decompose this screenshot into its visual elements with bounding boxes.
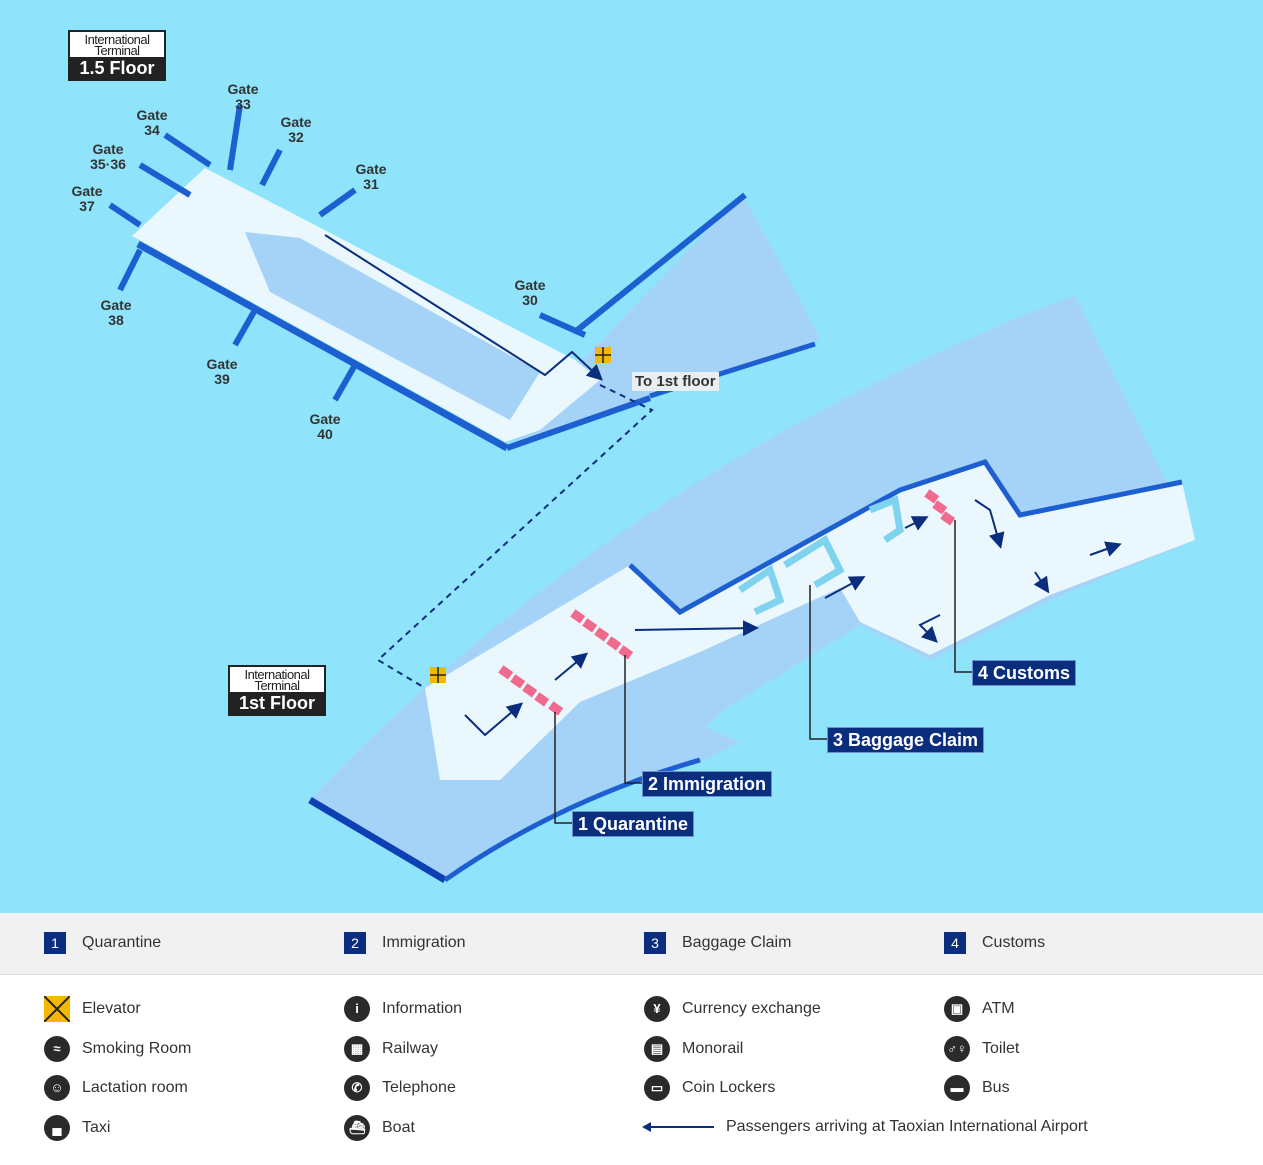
step-customs-label: 4 Customs — [972, 660, 1077, 686]
legend-item-telephone: ✆ Telephone — [344, 1075, 456, 1101]
legend-label: Taxi — [82, 1119, 111, 1136]
legend-label: Boat — [382, 1119, 415, 1136]
legend-label: Elevator — [82, 1000, 141, 1017]
step-immigration-label: 2 Immigration — [642, 771, 773, 797]
railway-icon: ▦ — [344, 1036, 370, 1062]
legend-label: Railway — [382, 1040, 439, 1057]
lactation-room-icon: ☺ — [44, 1075, 70, 1101]
legend-item-information: i Information — [344, 996, 462, 1022]
legend-label: Lactation room — [82, 1079, 188, 1096]
legend-label: Toilet — [982, 1040, 1020, 1057]
legend-item-boat: ⛴ Boat — [344, 1115, 415, 1141]
legend-item-railway: ▦ Railway — [344, 1036, 438, 1062]
boat-icon: ⛴ — [344, 1115, 370, 1141]
toilet-icon: ♂♀ — [944, 1036, 970, 1062]
legend-label: ATM — [982, 1000, 1015, 1017]
legend-item-bus: ▬ Bus — [944, 1075, 1010, 1101]
monorail-icon: ▤ — [644, 1036, 670, 1062]
floor-tag-floor: 1st Floor — [230, 692, 324, 714]
legend-item-taxi: ▄ Taxi — [44, 1115, 110, 1141]
upper-pier — [108, 104, 820, 452]
smoking-room-icon: ≈ — [44, 1036, 70, 1062]
floor-tag-title: International Terminal — [244, 667, 310, 693]
atm-icon: ▣ — [944, 996, 970, 1022]
legend-item-toilet: ♂♀ Toilet — [944, 1036, 1019, 1062]
baggage-carousels — [738, 495, 904, 616]
legend-item-currency-exchange: ¥ Currency exchange — [644, 996, 821, 1022]
gate-piers — [108, 104, 587, 402]
legend-label: Currency exchange — [682, 1000, 821, 1017]
to-first-floor-label: To 1st floor — [632, 372, 719, 391]
legend-item-smoking-room: ≈ Smoking Room — [44, 1036, 191, 1062]
legend-item-lactation-room: ☺ Lactation room — [44, 1075, 188, 1101]
leader-lines — [554, 520, 972, 824]
telephone-icon: ✆ — [344, 1075, 370, 1101]
legend-label: Information — [382, 1000, 463, 1017]
floor-tag-1: International Terminal 1st Floor — [228, 665, 326, 716]
counters — [498, 489, 956, 716]
legend-label: Monorail — [682, 1040, 744, 1057]
legend-item-monorail: ▤ Monorail — [644, 1036, 743, 1062]
elevator-icon — [44, 996, 70, 1022]
legend-label: Smoking Room — [82, 1040, 192, 1057]
legend-label: Coin Lockers — [682, 1079, 776, 1096]
floor-tag-1-5: International Terminal 1.5 Floor — [68, 30, 166, 81]
route-arrow-icon — [642, 1122, 714, 1132]
step-baggage-claim-label: 3 Baggage Claim — [827, 727, 985, 753]
legend-item-elevator: Elevator — [44, 996, 141, 1022]
information-icon: i — [344, 996, 370, 1022]
legend-label: Bus — [982, 1079, 1010, 1096]
step-quarantine-label: 1 Quarantine — [572, 811, 695, 837]
floor-tag-title: International Terminal — [84, 32, 150, 58]
coin-lockers-icon: ▭ — [644, 1075, 670, 1101]
taxi-icon: ▄ — [44, 1115, 70, 1141]
lower-terminal — [308, 295, 1195, 884]
legend-route: Passengers arriving at Taoxian Internati… — [642, 1118, 1088, 1136]
legend-item-coin-lockers: ▭ Coin Lockers — [644, 1075, 775, 1101]
legend-item-atm: ▣ ATM — [944, 996, 1015, 1022]
floor-tag-floor: 1.5 Floor — [70, 57, 164, 79]
legend-label: Telephone — [382, 1079, 456, 1096]
currency-exchange-icon: ¥ — [644, 996, 670, 1022]
bus-icon: ▬ — [944, 1075, 970, 1101]
terminal-map: International Terminal 1.5 Floor Interna… — [0, 0, 1263, 913]
map-drawing — [108, 104, 1195, 884]
